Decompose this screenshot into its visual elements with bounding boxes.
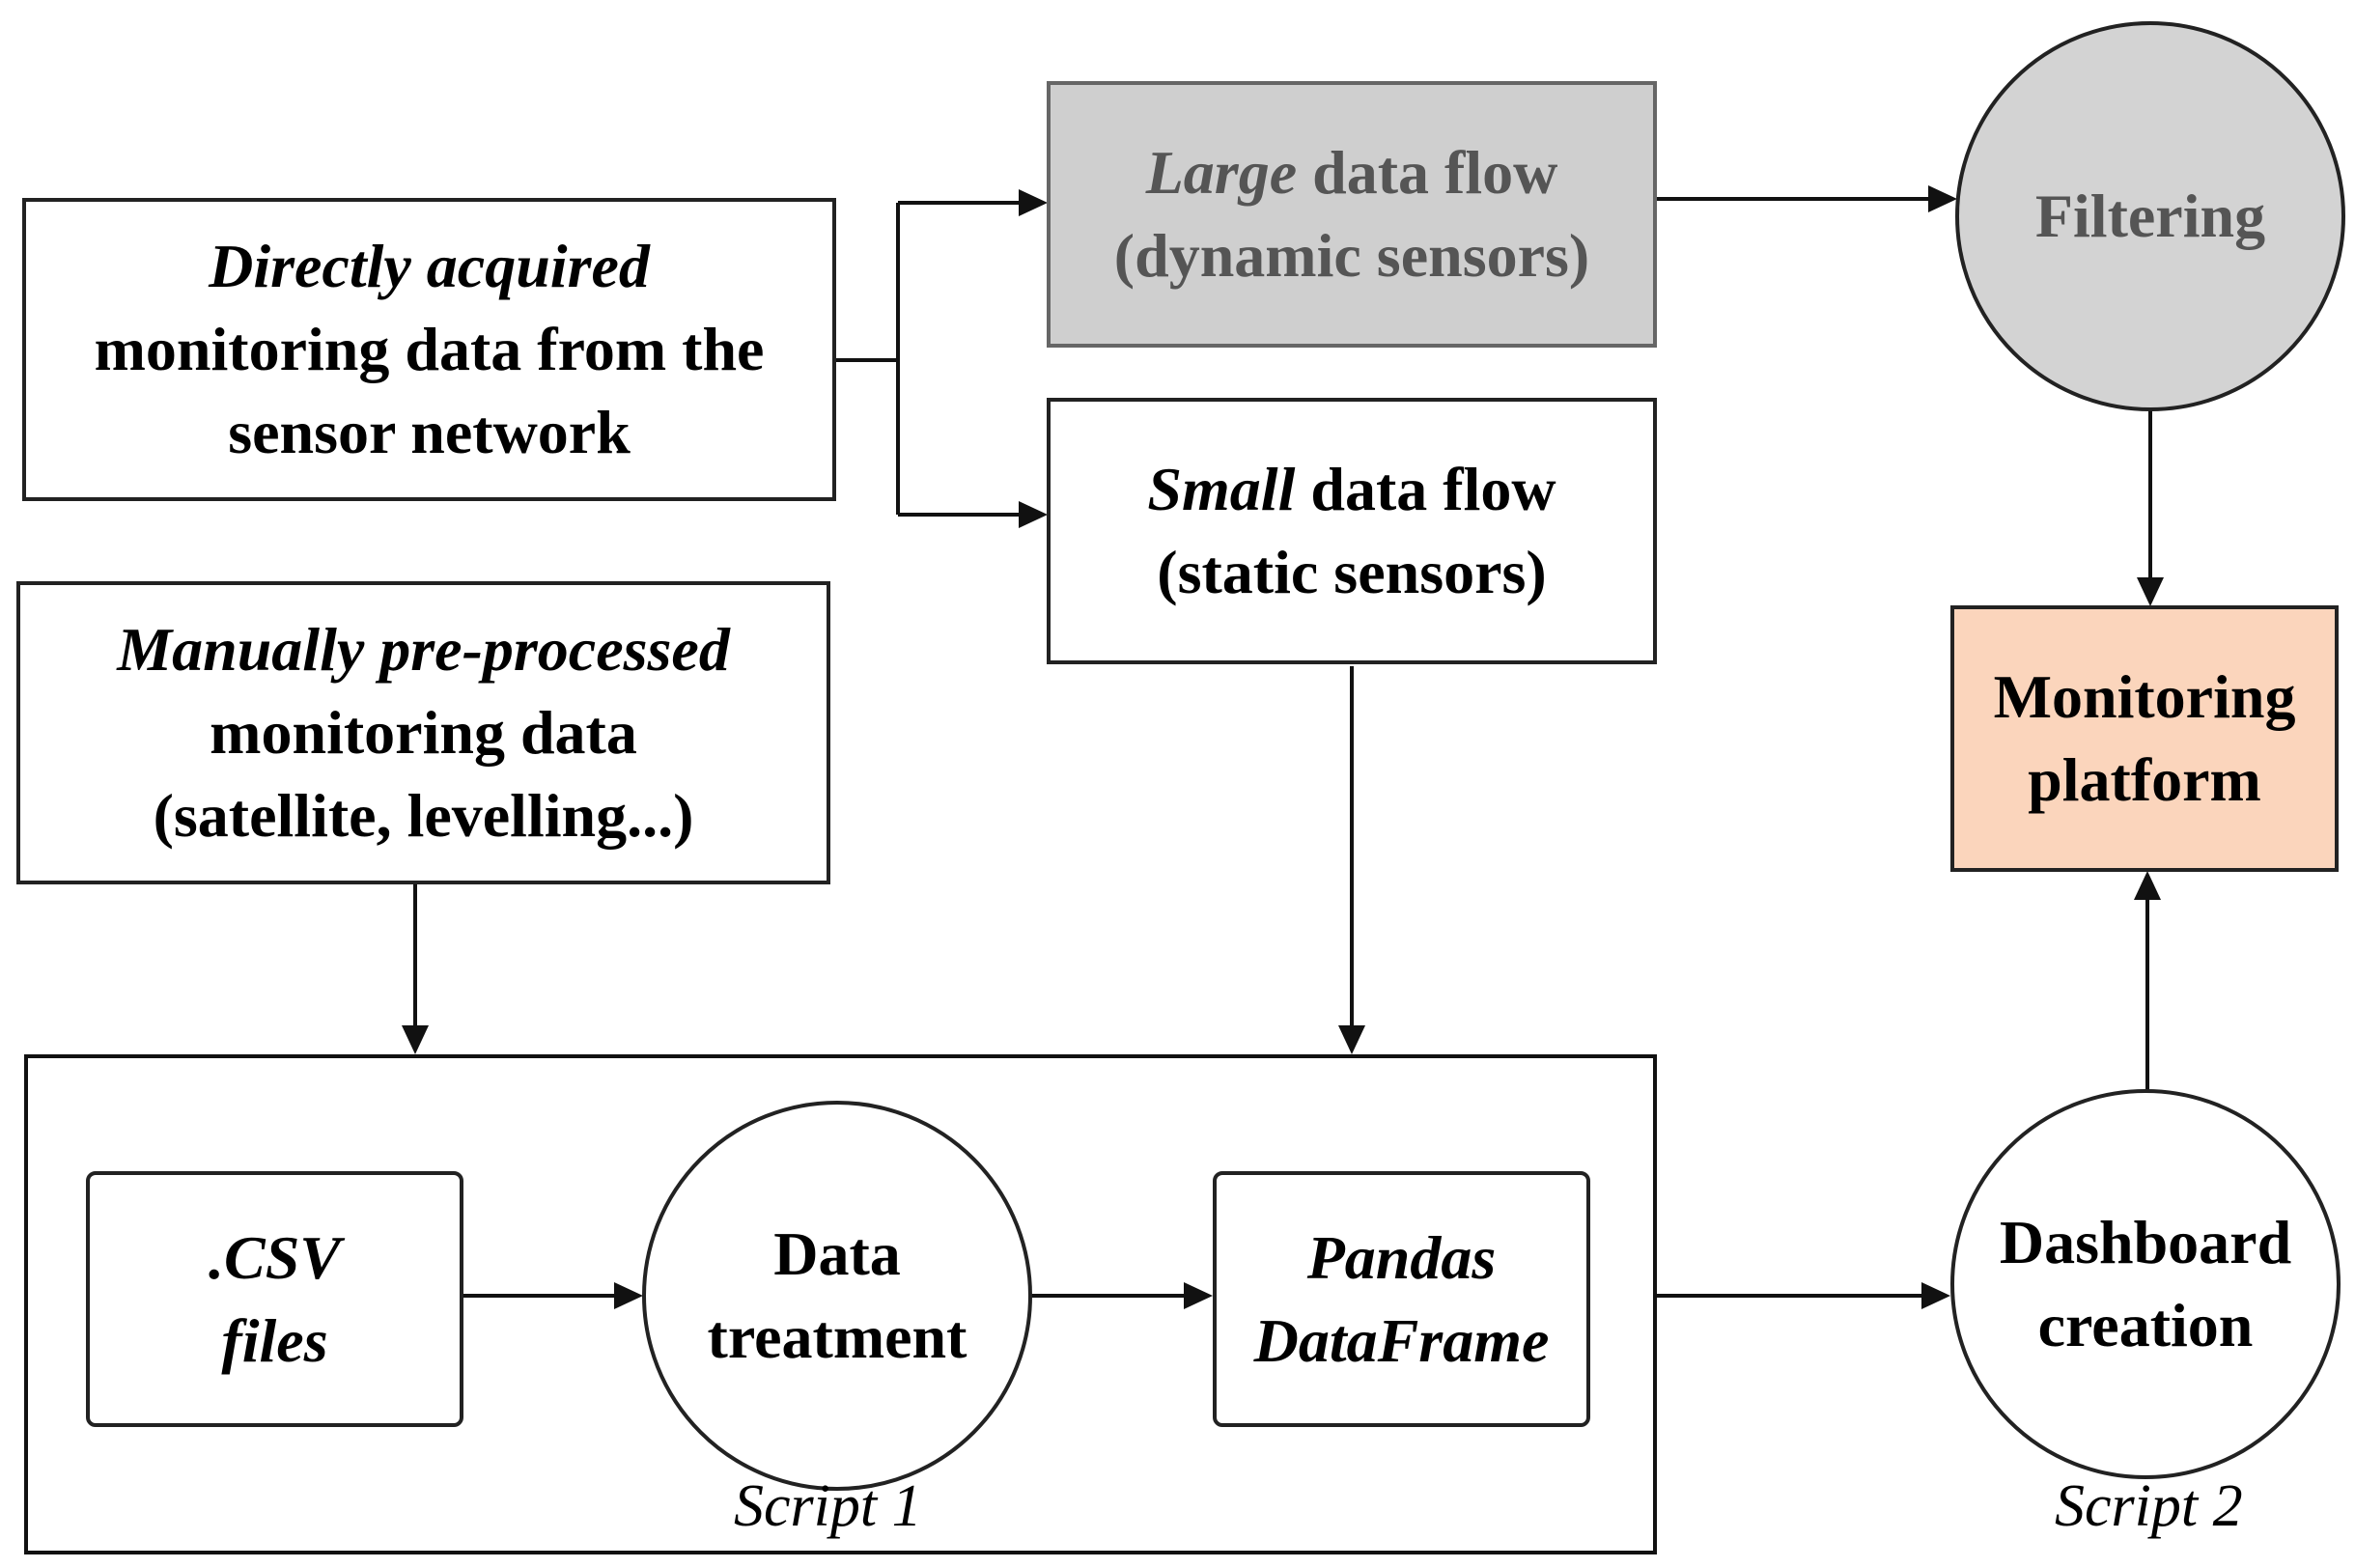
script1-container: [24, 1054, 1657, 1554]
small-flow-box: Small data flow (static sensors): [1047, 398, 1657, 664]
small-line2: (static sensors): [1157, 538, 1547, 606]
arrowhead-dashboard: [1921, 1282, 1950, 1309]
manual-line2: monitoring data: [210, 698, 637, 767]
arrowhead-large: [1019, 189, 1048, 216]
large-em: Large: [1145, 138, 1298, 207]
arrowhead-platform-bottom: [2134, 871, 2161, 900]
direct-data-box: Directly acquired monitoring data from t…: [22, 198, 836, 501]
arrowhead-small-script: [1338, 1025, 1365, 1054]
dashboard-creation-node: Dashboard creation: [1950, 1089, 2341, 1479]
manual-em: Manually pre-processed: [117, 615, 730, 684]
small-line1: Small data flow: [1147, 448, 1556, 531]
arrowhead-filtering: [1928, 185, 1957, 212]
arrowhead-treatment: [614, 1282, 643, 1309]
arrowhead-platform-top: [2137, 577, 2164, 606]
pandas-line1: Pandas: [1306, 1222, 1497, 1292]
large-line1: Large data flow: [1146, 131, 1558, 214]
dashboard-line2: creation: [2037, 1291, 2254, 1359]
direct-em: Directly acquired: [209, 232, 650, 300]
treatment-line1: Data: [773, 1219, 901, 1288]
large-flow-box: Large data flow (dynamic sensors): [1047, 81, 1657, 348]
platform-line2: platform: [2028, 745, 2261, 814]
arrowhead-small: [1019, 501, 1048, 528]
filtering-label: Filtering: [2034, 182, 2266, 250]
large-line2: (dynamic sensors): [1113, 221, 1590, 290]
script2-caption: Script 2: [2055, 1473, 2243, 1539]
treatment-line2: treatment: [707, 1302, 967, 1371]
platform-line1: Monitoring: [1993, 662, 2296, 731]
direct-line2: monitoring data from the: [94, 315, 765, 383]
csv-line1: .CSV: [209, 1222, 341, 1292]
data-treatment-node: Data treatment: [642, 1101, 1032, 1491]
csv-line2: files: [221, 1305, 328, 1375]
manual-line3: (satellite, levelling...): [153, 781, 694, 850]
filtering-node: Filtering: [1955, 21, 2345, 411]
dashboard-line1: Dashboard: [1999, 1208, 2292, 1276]
direct-line3: sensor network: [228, 398, 631, 466]
manual-data-box: Manually pre-processed monitoring data (…: [16, 581, 830, 884]
pandas-dataframe-box: Pandas DataFrame: [1213, 1171, 1590, 1427]
arrowhead-pandas: [1184, 1282, 1213, 1309]
csv-files-box: .CSV files: [86, 1171, 463, 1427]
small-em: Small: [1147, 455, 1296, 523]
pandas-line2: DataFrame: [1253, 1305, 1550, 1375]
monitoring-platform-box: Monitoring platform: [1950, 605, 2339, 872]
large-rest: data flow: [1297, 138, 1558, 207]
script1-caption: Script 1: [734, 1473, 922, 1539]
arrowhead-manual-script: [402, 1025, 429, 1054]
small-rest: data flow: [1295, 455, 1556, 523]
